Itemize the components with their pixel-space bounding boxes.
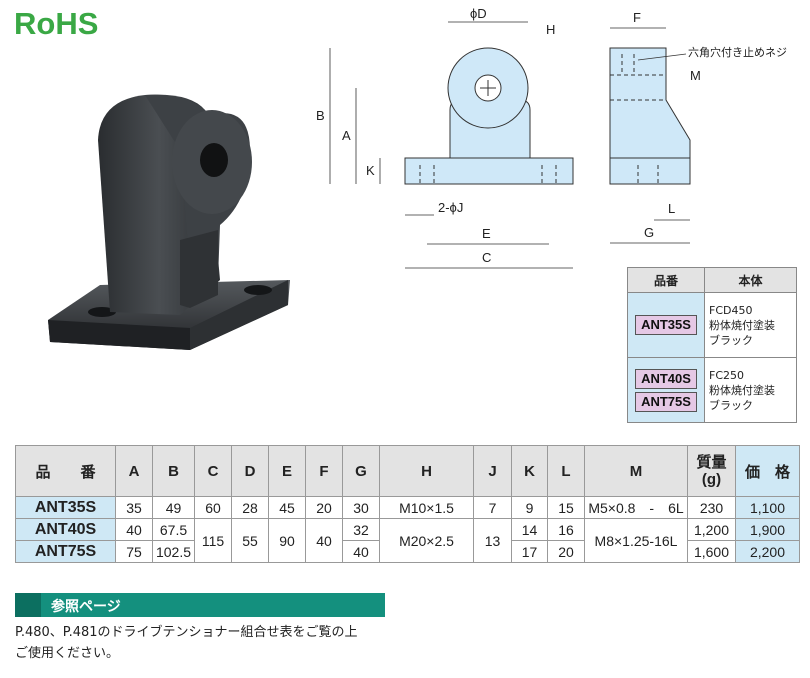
material-table: 品番 本体 ANT35S FCD450 粉体焼付塗装 ブラック ANT40S A…: [627, 267, 797, 423]
header-G: G: [342, 445, 380, 497]
cell-F: 40: [305, 518, 343, 563]
reference-text: P.480、P.481のドライブテンショナー組合せ表をご覧の上 ご使用ください。: [15, 622, 405, 664]
cell-mass: 230: [687, 496, 736, 519]
cell-J: 13: [473, 518, 512, 563]
dim-E: E: [482, 226, 491, 241]
dim-L: L: [668, 201, 675, 216]
dim-K: K: [366, 163, 375, 178]
cell-H: M20×2.5: [379, 518, 474, 563]
front-view-drawing: ϕD H B A K 2-ϕJ E C: [316, 6, 574, 269]
cell-E: 45: [268, 496, 306, 519]
cell-J: 7: [473, 496, 512, 519]
side-view-drawing: F 六角穴付き止めネジ M L G: [609, 10, 787, 244]
cell-price: 2,200: [735, 540, 800, 563]
cell-L: 20: [547, 540, 585, 563]
cell-B: 67.5: [152, 518, 195, 541]
header-mass: 質量 (g): [687, 445, 736, 497]
product-photo: [48, 94, 290, 350]
dim-B: B: [316, 108, 325, 123]
cell-price: 1,100: [735, 496, 800, 519]
header-mass-label: 質量: [696, 454, 727, 471]
mat-header-body: 本体: [704, 267, 797, 293]
table-row: ANT35S 35 49 60 28 45 20 30 M10×1.5 7 9 …: [15, 496, 800, 519]
mat-line: FCD450: [709, 303, 753, 317]
header-M: M: [584, 445, 688, 497]
mat-line: ブラック: [709, 333, 753, 347]
header-part: 品 番: [15, 445, 116, 497]
cell-M: M5×0.8 - 6L: [584, 496, 688, 519]
header-mass-unit: (g): [701, 471, 722, 488]
header-K: K: [511, 445, 548, 497]
header-E: E: [268, 445, 306, 497]
cell-part: ANT40S: [15, 518, 116, 541]
header-J: J: [473, 445, 512, 497]
header-H: H: [379, 445, 474, 497]
reference-title: 参照ページ: [51, 599, 121, 615]
header-C: C: [194, 445, 232, 497]
cell-K: 17: [511, 540, 548, 563]
cell-G: 40: [342, 540, 380, 563]
reference-line: ご使用ください。: [15, 646, 120, 661]
cell-E: 90: [268, 518, 306, 563]
cell-K: 14: [511, 518, 548, 541]
cell-mass: 1,200: [687, 518, 736, 541]
dim-G: G: [644, 225, 654, 240]
dim-H: H: [546, 22, 555, 37]
cell-part: ANT35S: [15, 496, 116, 519]
cell-C: 60: [194, 496, 232, 519]
cell-L: 16: [547, 518, 585, 541]
dim-phiD: ϕD: [470, 6, 487, 21]
rohs-logo: RoHS: [14, 6, 106, 42]
cell-K: 9: [511, 496, 548, 519]
cell-D: 55: [231, 518, 269, 563]
cell-D: 28: [231, 496, 269, 519]
cell-M: M8×1.25-16L: [584, 518, 688, 563]
mat-row-material: FCD450 粉体焼付塗装 ブラック: [704, 292, 797, 358]
reference-line: P.480、P.481のドライブテンショナー組合せ表をご覧の上: [15, 625, 358, 640]
cell-part: ANT75S: [15, 540, 116, 563]
dim-C: C: [482, 250, 491, 265]
header-price: 価 格: [735, 445, 800, 497]
part-badge: ANT40S: [635, 368, 697, 389]
cell-G: 30: [342, 496, 380, 519]
part-badge: ANT35S: [635, 315, 697, 335]
mat-line: ブラック: [709, 398, 753, 412]
cell-C: 115: [194, 518, 232, 563]
dim-M: M: [690, 68, 701, 83]
cell-A: 75: [115, 540, 153, 563]
cell-B: 102.5: [152, 540, 195, 563]
mat-row-parts: ANT35S: [627, 292, 705, 358]
reference-marker: [15, 593, 41, 617]
cell-L: 15: [547, 496, 585, 519]
cell-A: 35: [115, 496, 153, 519]
mat-row-parts: ANT40S ANT75S: [627, 357, 705, 423]
reference-header: 参照ページ: [15, 593, 385, 617]
dim-J: 2-ϕJ: [438, 200, 463, 215]
dim-F: F: [633, 10, 641, 25]
header-A: A: [115, 445, 153, 497]
table-row: ANT75S 75 102.5 40 17 20 1,600 2,200: [15, 540, 800, 563]
mat-line: FC250: [709, 368, 745, 382]
header-L: L: [547, 445, 585, 497]
mat-row-material: FC250 粉体焼付塗装 ブラック: [704, 357, 797, 423]
header-F: F: [305, 445, 343, 497]
spec-table: 品 番 A B C D E F G H J K L M 質量 (g) 価 格 A…: [15, 445, 800, 563]
cell-price: 1,900: [735, 518, 800, 541]
table-row: ANT40S 40 67.5 115 55 90 40 32 M20×2.5 1…: [15, 518, 800, 563]
screw-note: 六角穴付き止めネジ: [688, 45, 787, 59]
header-D: D: [231, 445, 269, 497]
cell-A: 40: [115, 518, 153, 541]
cell-H: M10×1.5: [379, 496, 474, 519]
cell-G: 32: [342, 518, 380, 541]
dim-A: A: [342, 128, 351, 143]
rohs-logo-text: RoHS: [14, 6, 99, 41]
cell-F: 20: [305, 496, 343, 519]
mat-header-part: 品番: [627, 267, 705, 293]
cell-B: 49: [152, 496, 195, 519]
part-badge: ANT75S: [635, 391, 697, 412]
cell-mass: 1,600: [687, 540, 736, 563]
header-B: B: [152, 445, 195, 497]
mat-line: 粉体焼付塗装: [709, 318, 775, 332]
mat-line: 粉体焼付塗装: [709, 383, 775, 397]
